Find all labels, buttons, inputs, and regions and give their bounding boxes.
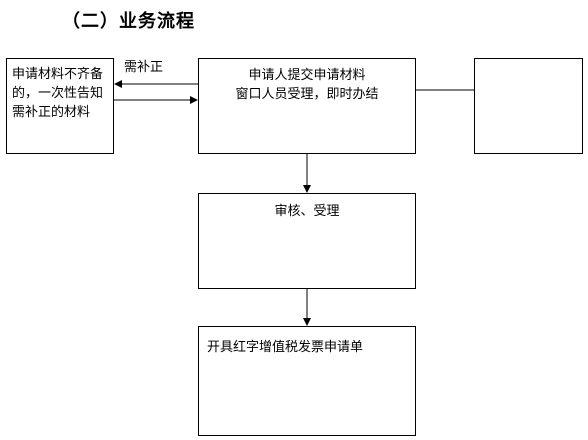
- review-accept-node: 审核、受理: [198, 193, 416, 289]
- submit-application-text-line2: 窗口人员受理，即时办结: [235, 87, 379, 102]
- incomplete-materials-node: 申请材料不齐备的，一次性告知需补正的材料: [6, 58, 114, 154]
- incomplete-materials-text: 申请材料不齐备的，一次性告知需补正的材料: [12, 67, 104, 120]
- review-accept-text: 审核、受理: [274, 204, 340, 219]
- supplement-edge-label: 需补正: [124, 60, 164, 75]
- section-title: （二）业务流程: [62, 11, 195, 32]
- red-invoice-request-text: 开具红字增值税发票申请单: [207, 340, 364, 355]
- red-invoice-request-node: 开具红字增值税发票申请单: [198, 326, 416, 436]
- submit-application-node: 申请人提交申请材料 窗口人员受理，即时办结: [198, 58, 416, 154]
- submit-application-text-line1: 申请人提交申请材料: [248, 68, 366, 83]
- right-empty-node: [474, 58, 583, 154]
